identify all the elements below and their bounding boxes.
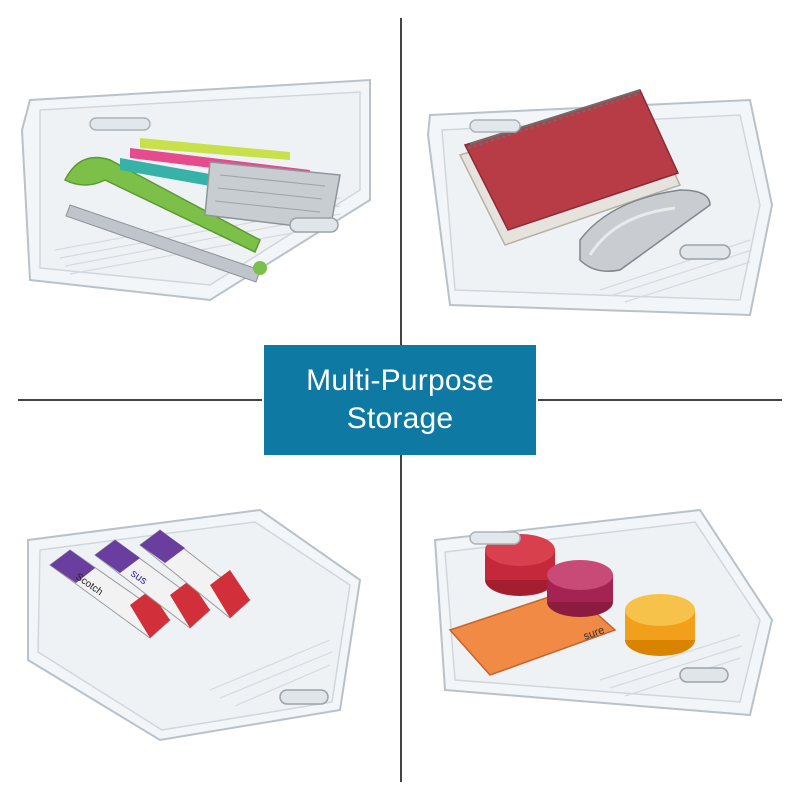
- bin-inner: [39, 91, 361, 286]
- handle-right: [679, 667, 729, 683]
- glue-stick-2: sus: [94, 539, 211, 629]
- label-line-2: Storage: [346, 402, 454, 435]
- scene-utensils: [10, 40, 390, 380]
- handle-left: [469, 119, 521, 133]
- scene-glue-sticks: Scotch sus: [10, 440, 390, 780]
- bin-with-glue-sticks-image: Scotch sus: [27, 508, 362, 742]
- horizontal-divider-left: [18, 399, 262, 401]
- handle-right: [289, 217, 339, 233]
- scene-body-butter: sure: [410, 440, 790, 780]
- yellow-spatula: [140, 138, 290, 160]
- horizontal-divider-right: [538, 399, 782, 401]
- jar-orange: [625, 594, 695, 656]
- bin-inner: [37, 521, 351, 731]
- green-tongs: [63, 156, 261, 254]
- steel-tongs: [65, 204, 261, 283]
- handle-left: [89, 117, 151, 131]
- handle-right: [279, 689, 329, 705]
- bin-with-notebook-image: [426, 89, 774, 317]
- vertical-divider-bottom: [400, 454, 402, 782]
- bin-with-utensils-image: [20, 78, 371, 302]
- jar-berry: [547, 560, 613, 617]
- multi-purpose-storage-label: Multi-Purpose Storage: [264, 345, 536, 455]
- handle-left: [469, 531, 521, 545]
- glue-stick-3: [139, 529, 251, 619]
- scene-office: [410, 40, 790, 380]
- vertical-divider-top: [400, 18, 402, 346]
- tongs-knob: [253, 261, 267, 275]
- stapler: [579, 189, 711, 272]
- handle-right: [679, 244, 731, 260]
- bin-with-jars-image: sure: [433, 508, 774, 717]
- label-line-1: Multi-Purpose: [306, 364, 494, 397]
